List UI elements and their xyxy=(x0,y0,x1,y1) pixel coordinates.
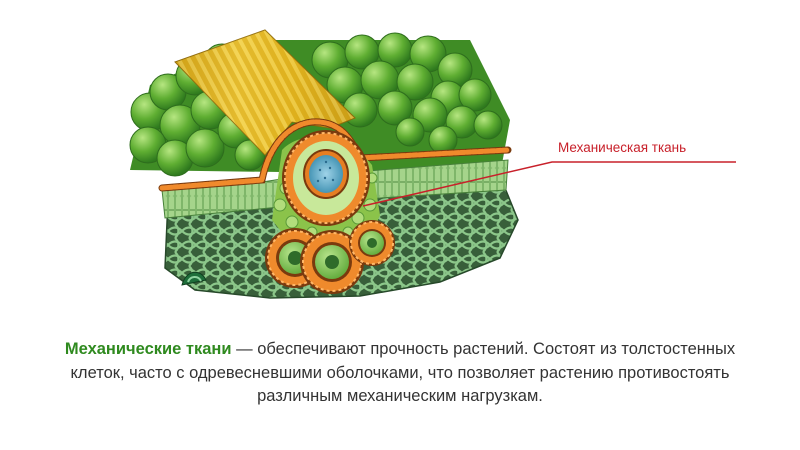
caption-text: — обеспечивают прочность растений. Состо… xyxy=(70,340,736,405)
caption-term: Механические ткани xyxy=(64,340,232,358)
stoma xyxy=(181,271,207,286)
callout-line xyxy=(362,161,736,207)
caption: Механические ткани — обеспечивают прочно… xyxy=(40,338,760,409)
vascular-bundle xyxy=(272,130,380,255)
lower-bundles xyxy=(265,220,395,294)
leaf-cross-section-diagram xyxy=(129,29,736,299)
callout-label-mechanical-tissue: Механическая ткань xyxy=(558,140,687,155)
